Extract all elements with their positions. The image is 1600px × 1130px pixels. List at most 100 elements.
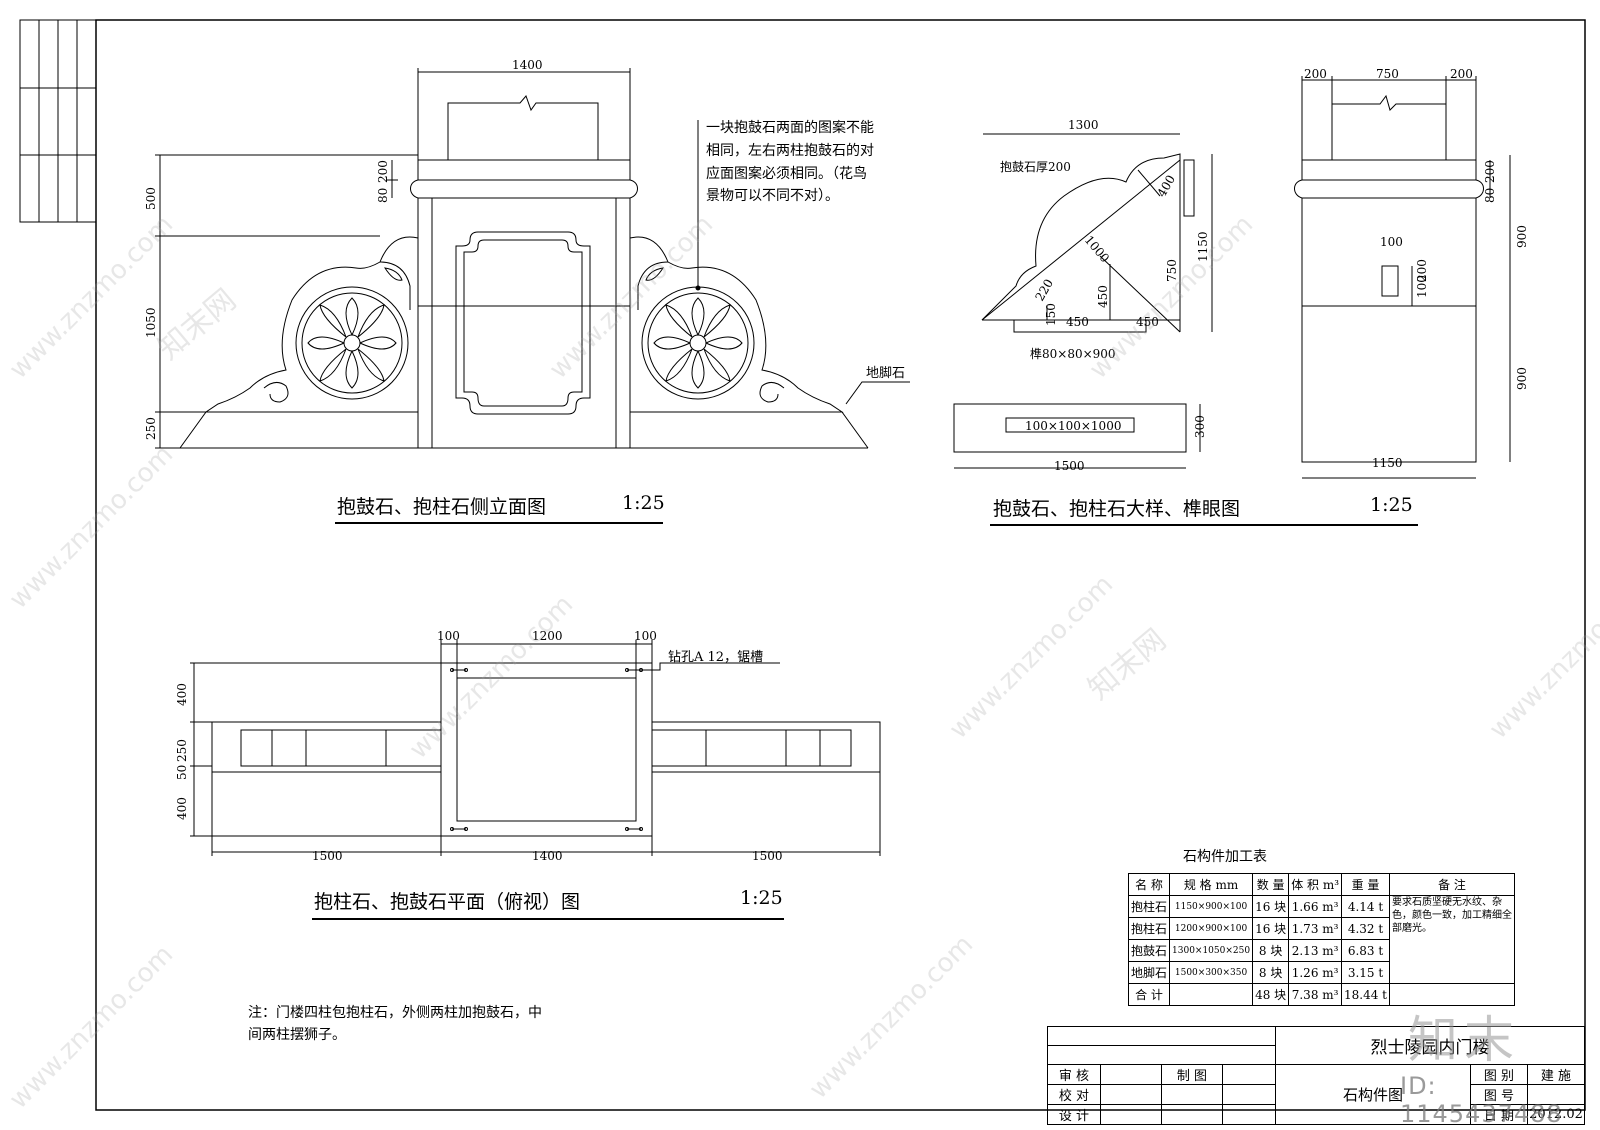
plan-dim-right: 1500 (752, 849, 783, 863)
dim-200-p: 200 (1483, 160, 1497, 183)
plan-dim-c: 100 (634, 629, 657, 643)
cell-name: 地脚石 (1127, 961, 1171, 984)
design-value (1100, 1104, 1162, 1125)
dim-200-right: 200 (1450, 67, 1473, 81)
watermark-text: www.znzmo.com (4, 940, 179, 1115)
col-remark: 备 注 (1389, 873, 1515, 896)
cell-spec: 1500×300×350 (1169, 961, 1254, 984)
col-wt: 重 量 (1341, 873, 1391, 896)
cell-wt: 4.14 t (1341, 895, 1391, 918)
dim-80-p: 80 (1483, 188, 1497, 203)
callout-line-1: 一块抱鼓石两面的图案不能 (706, 119, 874, 136)
dim-1050: 1050 (144, 307, 158, 338)
dim-200: 200 (376, 160, 390, 183)
elevation-notes: 一块抱鼓石两面的图案不能 相同，左右两柱抱鼓石的对 应面图案必须相同。（花鸟 景… (706, 119, 905, 381)
elevation-drawing (155, 68, 910, 449)
detail-title: 抱鼓石、抱柱石大样、榫眼图 (993, 498, 1241, 520)
dim-1500: 1500 (1054, 459, 1085, 473)
plan-dim-mid: 1400 (532, 849, 563, 863)
plan-dim-250: 250 (175, 739, 189, 762)
check-extra (1161, 1084, 1223, 1105)
date-label: 日 期 (1470, 1104, 1528, 1125)
dim-200-r: 200 (1415, 259, 1429, 282)
draw-value (1222, 1064, 1276, 1085)
cell-vol: 1.26 m³ (1288, 961, 1343, 984)
plan-dim-50: 50 (175, 765, 189, 780)
cell-vol: 1.73 m³ (1288, 917, 1343, 940)
footnote-line-2: 间两柱摆狮子。 (248, 1027, 346, 1043)
dim-100: 100 (1380, 235, 1403, 249)
elevation-scale: 1:25 (622, 492, 665, 514)
plan-drawing (190, 640, 881, 856)
cell-spec: 1150×900×100 (1169, 895, 1254, 918)
table-row: 地脚石 1500×300×350 8 块 1.26 m³ 3.15 t (1127, 961, 1515, 984)
design-label: 设 计 (1047, 1104, 1101, 1125)
project-name: 烈士陵园内门楼 (1275, 1026, 1585, 1065)
dim-750: 750 (1165, 259, 1179, 282)
watermark-text: www.znzmo.com (4, 210, 179, 385)
dim-100-r: 100 (1415, 275, 1429, 298)
cell-qty: 8 块 (1252, 961, 1290, 984)
dim-250: 250 (144, 417, 158, 440)
col-spec: 规 格 mm (1169, 873, 1254, 896)
design-extra2 (1222, 1104, 1276, 1125)
parts-table-caption: 石构件加工表 (1183, 849, 1267, 865)
dim-900-bottom: 900 (1515, 367, 1529, 390)
cell-remark-empty (1389, 983, 1515, 1006)
footnote: 注：门楼四柱包抱柱石，外侧两柱加抱鼓石，中 间两柱摆狮子。 (248, 1002, 542, 1046)
revision-strip (19, 19, 97, 223)
check-extra2 (1222, 1084, 1276, 1105)
dim-200-left: 200 (1304, 67, 1327, 81)
cell-name: 抱鼓石 (1127, 939, 1171, 962)
dim-450-b: 450 (1136, 315, 1159, 329)
dim-80: 80 (376, 188, 390, 203)
plan-dim-400-top: 400 (175, 683, 189, 706)
design-extra (1161, 1104, 1223, 1125)
dim-220: 220 (1032, 277, 1056, 304)
date-value: 2012.02 (1527, 1104, 1585, 1125)
review-value (1100, 1064, 1162, 1085)
cell-remark: 要求石质坚硬无水纹、杂色，颜色一致，加工精细全部磨光。 (1389, 895, 1515, 984)
detail-scale: 1:25 (1370, 494, 1413, 516)
elevation-title-underline (335, 522, 663, 524)
watermark-text: www.znzmo.com (944, 570, 1119, 745)
cell-spec: 1300×1050×250 (1169, 939, 1254, 962)
dim-1000: 1000 (1082, 233, 1112, 265)
dim-750: 750 (1376, 67, 1399, 81)
plan-dim-400-bottom: 400 (175, 797, 189, 820)
plinth-label: 地脚石 (866, 365, 905, 381)
left-flower (307, 297, 397, 389)
dim-1300: 1300 (1068, 118, 1099, 132)
cell-name: 合 计 (1127, 983, 1171, 1006)
cell-vol: 2.13 m³ (1288, 939, 1343, 962)
table-header-row: 名 称 规 格 mm 数 量 体 积 m³ 重 量 备 注 (1127, 873, 1515, 896)
plan-title-underline (312, 918, 784, 920)
footnote-line-1: 注：门楼四柱包抱柱石，外侧两柱加抱鼓石，中 (248, 1005, 542, 1021)
dim-400: 400 (1154, 173, 1178, 200)
table-row: 抱鼓石 1300×1050×250 8 块 2.13 m³ 6.83 t (1127, 939, 1515, 962)
cell-vol: 1.66 m³ (1288, 895, 1343, 918)
cell-vol: 7.38 m³ (1288, 983, 1343, 1006)
plan-dim-left: 1500 (312, 849, 343, 863)
detail-drawing (953, 76, 1511, 479)
parts-table: 名 称 规 格 mm 数 量 体 积 m³ 重 量 备 注 抱柱石 1150×9… (1127, 873, 1515, 1006)
cell-qty: 8 块 (1252, 939, 1290, 962)
drawing-frame (95, 19, 1586, 1111)
watermark-text: www.znzmo.com (804, 930, 979, 1105)
cell-wt: 18.44 t (1341, 983, 1391, 1006)
watermark-text: www.znzmo.com (404, 590, 579, 765)
watermark-text: www.znzmo.com (4, 440, 179, 615)
plan-dim-a: 100 (437, 629, 460, 643)
col-qty: 数 量 (1252, 873, 1290, 896)
drum-thickness: 抱鼓石厚200 (1000, 159, 1071, 174)
image-id: ID: 1145437488 (1400, 1072, 1563, 1128)
col-name: 名 称 (1127, 873, 1171, 896)
cell-name: 抱柱石 (1127, 917, 1171, 940)
elevation-title: 抱鼓石、抱柱石侧立面图 (337, 496, 547, 518)
cell-qty: 48 块 (1252, 983, 1290, 1006)
dim-1400: 1400 (512, 58, 543, 72)
callout-line-3: 应面图案必须相同。（花鸟 (706, 165, 867, 182)
review-label: 审 核 (1047, 1064, 1101, 1085)
dim-1150: 1150 (1372, 456, 1403, 470)
cell-spec: 1200×900×100 (1169, 917, 1254, 940)
